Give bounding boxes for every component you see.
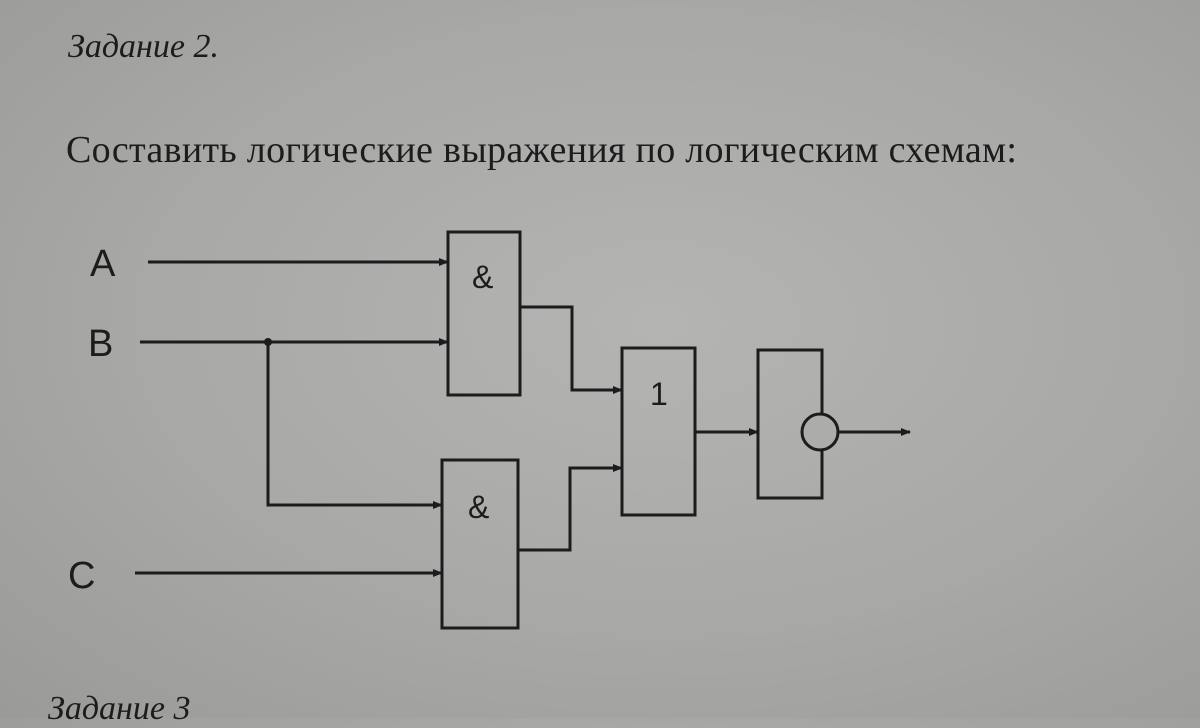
next-task-title: Задание 3 (48, 690, 191, 727)
input-label-c: C (68, 555, 95, 597)
task-text: Составить логические выражения по логиче… (66, 129, 1018, 171)
input-label-b: B (88, 323, 113, 365)
junction-dot (264, 338, 272, 346)
and-gate-1 (446, 230, 522, 397)
wire-b-branch (266, 342, 443, 509)
wire-and1-out (520, 305, 623, 394)
and-gate-2-symbol: & (468, 489, 489, 525)
inversion-circle (800, 412, 840, 452)
task-title: Задание 2. (68, 28, 219, 65)
or-gate (620, 346, 697, 517)
or-gate-symbol: 1 (650, 376, 668, 412)
wire-and2-out (518, 464, 623, 552)
input-label-a: A (90, 243, 116, 285)
and-gate-2 (440, 458, 520, 630)
and-gate-1-symbol: & (472, 259, 493, 295)
